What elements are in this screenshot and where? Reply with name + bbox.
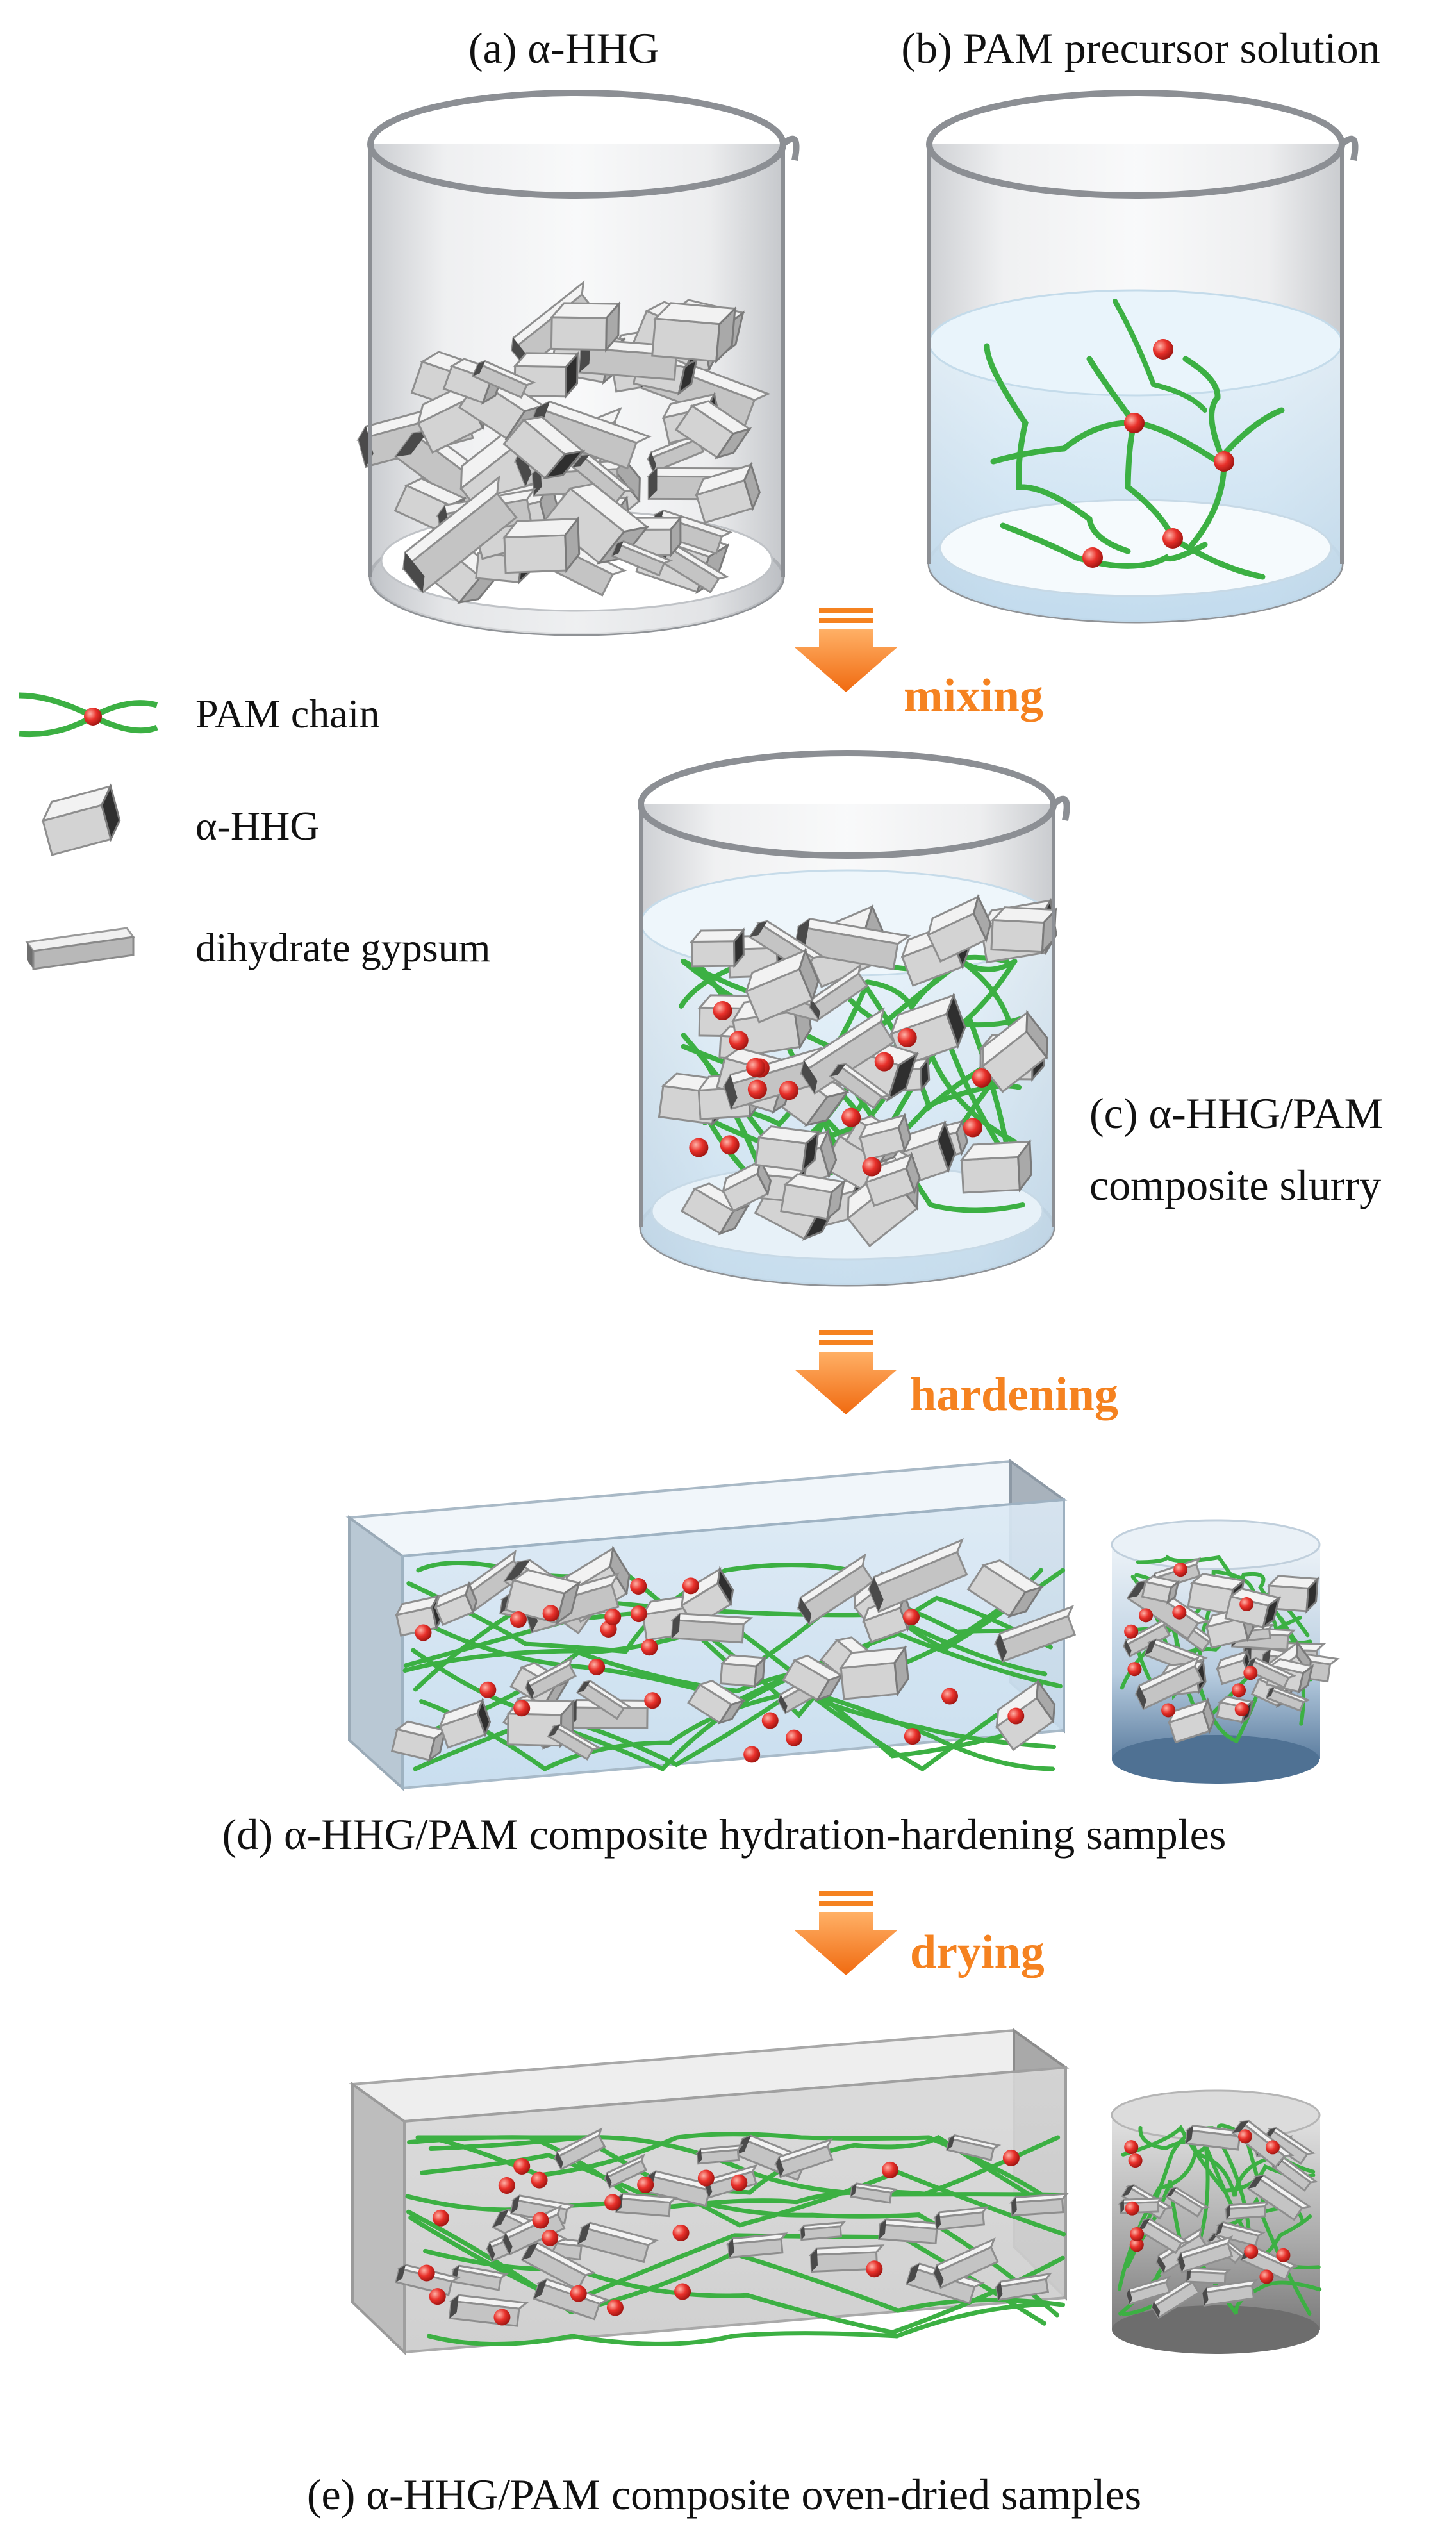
hhg-crystal-pile	[356, 280, 771, 604]
sample-cylinder-wet	[1111, 1519, 1340, 1784]
drying-label: drying	[910, 1926, 1045, 1978]
dihydrate-gypsum-icon	[25, 927, 135, 970]
label-c-line2: composite slurry	[1089, 1161, 1381, 1209]
drying-arrow	[795, 1891, 897, 1975]
hhg-crystal-icon	[41, 783, 121, 856]
slurry-contents	[658, 893, 1058, 1248]
sample-cylinder-dry	[1111, 2089, 1322, 2354]
legend-label-hhg: α-HHG	[195, 803, 320, 849]
dry-bar-contents	[395, 2127, 1070, 2346]
wet-bar-contents	[390, 1538, 1077, 1772]
dry-cylinder-contents	[1117, 2119, 1322, 2319]
mixing-arrow	[795, 608, 897, 692]
wet-cylinder-contents	[1120, 1554, 1340, 1744]
hardening-label: hardening	[910, 1368, 1118, 1421]
hardening-arrow	[795, 1330, 897, 1414]
label-e: (e) α-HHG/PAM composite oven-dried sampl…	[307, 2470, 1141, 2519]
legend: PAM chain α-HHG dihydrate gypsum	[19, 691, 490, 970]
legend-label-dihydrate-gypsum: dihydrate gypsum	[195, 925, 490, 970]
sample-bar-dry	[349, 2028, 1070, 2355]
label-a: (a) α-HHG	[468, 24, 659, 72]
beaker-c	[638, 750, 1070, 1287]
label-d: (d) α-HHG/PAM composite hydration-harden…	[222, 1810, 1227, 1859]
beaker-a	[356, 90, 800, 636]
legend-label-pam-chain: PAM chain	[195, 691, 379, 736]
beaker-b	[926, 90, 1359, 624]
pam-chain-icon	[19, 692, 158, 738]
label-c-line1: (c) α-HHG/PAM	[1089, 1089, 1383, 1138]
label-b: (b) PAM precursor solution	[901, 24, 1380, 72]
sample-bar-wet	[345, 1459, 1077, 1791]
pam-network	[984, 299, 1285, 580]
mixing-label: mixing	[904, 670, 1043, 722]
